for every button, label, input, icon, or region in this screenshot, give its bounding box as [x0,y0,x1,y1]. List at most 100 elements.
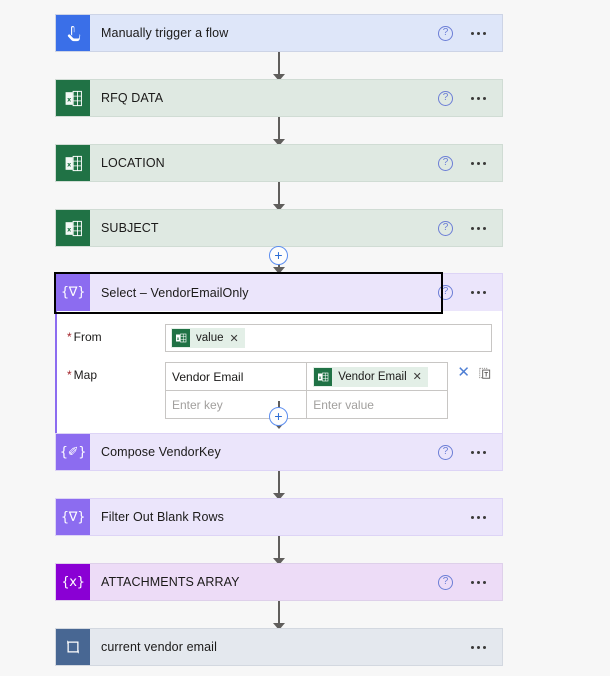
flow-node-actions: ? [438,444,494,460]
required-indicator: * [67,368,72,382]
connector-arrow [272,471,286,500]
compose-glyph: {✐} [59,444,87,460]
flow-node-title: LOCATION [101,156,165,170]
select-icon: {∇} [56,274,90,311]
flow-node-subject[interactable]: x SUBJECT ? [55,209,503,247]
token-label: value [196,332,224,344]
connector-arrow [272,117,286,146]
excel-icon: x [56,210,90,246]
flow-node-title: current vendor email [101,640,217,654]
flow-node-actions: ? [438,25,494,41]
more-menu-icon[interactable] [469,287,488,298]
help-icon[interactable]: ? [438,285,453,300]
svg-text:x: x [67,161,71,168]
from-input[interactable]: x value ✕ [165,324,492,352]
compose-icon: {✐} [56,434,90,470]
add-step-button[interactable]: + [269,246,288,265]
connector-arrow [272,601,286,630]
map-key-input-empty[interactable]: Enter key [166,391,306,418]
help-icon[interactable]: ? [438,25,453,41]
flow-node-body: Select – VendorEmailOnly ? [90,274,502,311]
required-indicator: * [67,330,72,344]
help-icon[interactable]: ? [438,444,453,460]
help-icon[interactable]: ? [438,220,453,236]
svg-text:x: x [177,336,180,341]
flow-node-body: Filter Out Blank Rows [90,499,502,535]
flow-node-body: SUBJECT ? [90,210,502,246]
dynamic-content-token[interactable]: x value ✕ [171,328,245,348]
flow-node-actions [469,642,494,653]
add-step-button[interactable]: + [269,407,288,426]
filter-glyph: {∇} [60,509,86,525]
map-value-placeholder: Enter value [313,397,374,412]
flow-node-attachments-array[interactable]: {x} ATTACHMENTS ARRAY ? [55,563,503,601]
flow-node-actions: ? [438,90,494,106]
map-key-value: Vendor Email [172,369,244,384]
map-value-input[interactable]: x Vendor Email ✕ [306,363,447,390]
connector-arrow [272,182,286,211]
flow-node-body: ATTACHMENTS ARRAY ? [90,564,502,600]
connector-arrow [272,52,286,81]
excel-icon: x [314,367,333,386]
flow-node-body: current vendor email [90,629,502,665]
flow-node-actions: ? [438,155,494,171]
flow-node-title: Select – VendorEmailOnly [101,285,249,300]
help-icon[interactable]: ? [438,90,453,106]
flow-node-title: Filter Out Blank Rows [101,510,224,524]
flow-node-actions: ? [438,220,494,236]
flow-node-title: RFQ DATA [101,91,164,105]
variable-icon: {x} [56,564,90,600]
excel-icon: x [172,329,190,347]
more-menu-icon[interactable] [469,577,488,588]
flow-node-header[interactable]: {∇} Select – VendorEmailOnly ? [54,272,503,314]
map-key-placeholder: Enter key [172,397,223,412]
delete-map-row-icon[interactable]: ✕ [457,364,470,381]
map-value-input-empty[interactable]: Enter value [306,391,447,418]
more-menu-icon[interactable] [469,28,488,39]
token-label: Vendor Email [338,370,407,383]
flow-node-rfq-data[interactable]: x RFQ DATA ? [55,79,503,117]
svg-text:x: x [319,374,322,379]
select-glyph: {∇} [60,285,86,300]
more-menu-icon[interactable] [469,93,488,104]
flow-node-title: Compose VendorKey [101,445,221,459]
flow-node-title: SUBJECT [101,221,159,235]
flow-node-filter-blank-rows[interactable]: {∇} Filter Out Blank Rows [55,498,503,536]
flow-node-title: ATTACHMENTS ARRAY [101,575,240,589]
paste-icon[interactable] [478,366,492,380]
flow-node-body: Compose VendorKey ? [90,434,502,470]
variable-glyph: {x} [61,574,85,590]
field-from-label: *From [67,330,102,344]
map-row: Vendor Email x [166,363,447,390]
flow-node-current-vendor-email[interactable]: current vendor email [55,628,503,666]
excel-icon: x [56,80,90,116]
map-key-input[interactable]: Vendor Email [166,363,306,390]
more-menu-icon[interactable] [469,642,488,653]
remove-token-icon[interactable]: ✕ [229,332,239,345]
flow-node-body: RFQ DATA ? [90,80,502,116]
field-map: *Map Vendor Email x [57,362,492,419]
more-menu-icon[interactable] [469,512,488,523]
help-icon[interactable]: ? [438,155,453,171]
flow-node-location[interactable]: x LOCATION ? [55,144,503,182]
flow-node-compose-vendorkey[interactable]: {✐} Compose VendorKey ? [55,433,503,471]
remove-token-icon[interactable]: ✕ [412,371,422,383]
more-menu-icon[interactable] [469,223,488,234]
more-menu-icon[interactable] [469,447,488,458]
map-row: Enter key Enter value [166,390,448,418]
svg-text:x: x [67,96,71,103]
connector-arrow [272,536,286,565]
svg-text:x: x [67,226,71,233]
field-from-control: x value ✕ [165,324,492,352]
help-icon[interactable]: ? [438,574,453,590]
flow-node-title: Manually trigger a flow [101,26,229,40]
field-map-label: *Map [67,368,98,382]
map-grid: Vendor Email x [165,362,449,419]
field-from: *From x value ✕ [57,324,492,352]
dynamic-content-token[interactable]: x Vendor Email ✕ [313,366,428,387]
more-menu-icon[interactable] [469,158,488,169]
flow-node-manual-trigger[interactable]: Manually trigger a flow ? [55,14,503,52]
flow-node-body: Manually trigger a flow ? [90,15,502,51]
apply-to-each-icon [56,629,90,665]
map-row-tools: ✕ [448,362,492,380]
